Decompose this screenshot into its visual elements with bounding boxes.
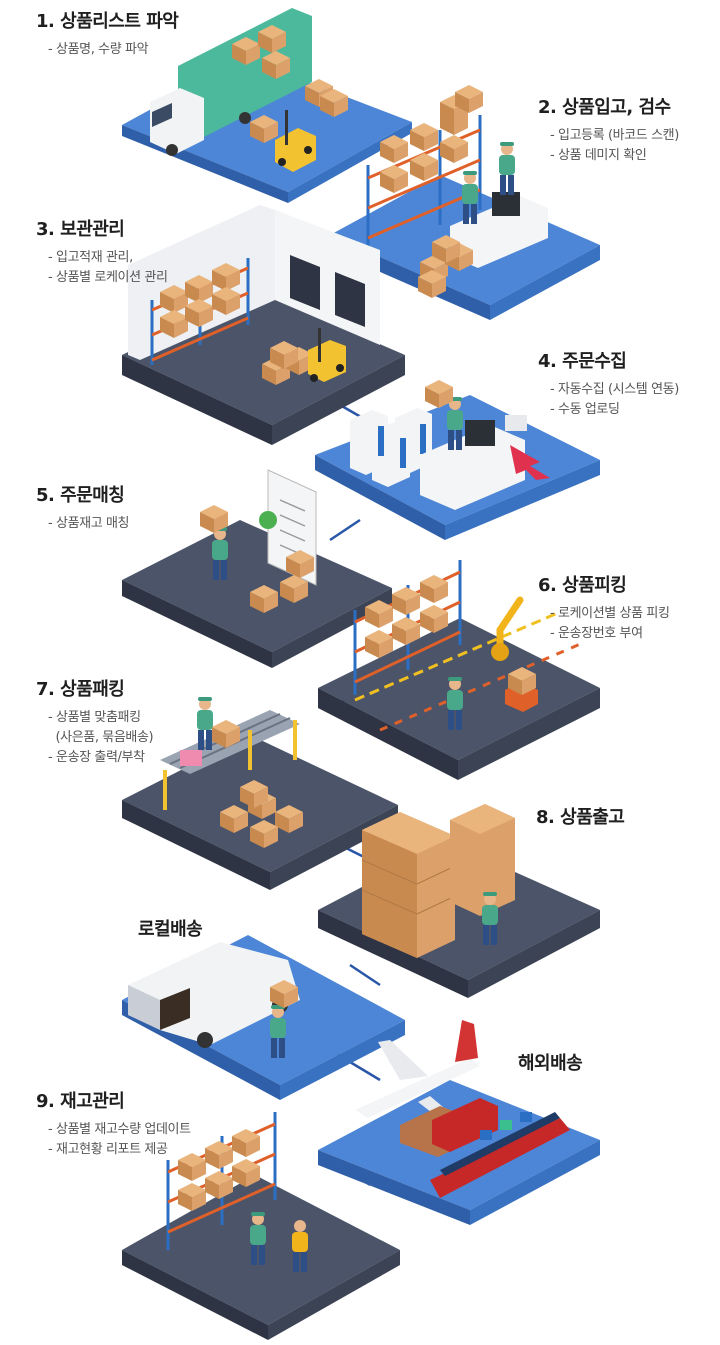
step-1-label: 1. 상품리스트 파악 - 상품명, 수량 파악 <box>36 10 179 60</box>
platform-1-receiving-truck <box>122 8 412 203</box>
step-2-item: - 입고등록 (바코드 스캔) <box>550 128 679 143</box>
local-delivery-title: 로컬배송 <box>138 919 203 940</box>
step-7-item: (사은품, 묶음배송) <box>48 730 154 745</box>
step-6-item: - 로케이션별 상품 피킹 <box>550 606 670 621</box>
step-3-item: - 입고적재 관리, <box>48 250 133 265</box>
arrow-icon <box>510 445 550 480</box>
platform-local-delivery <box>122 935 405 1100</box>
step-9-title: 9. 재고관리 <box>36 1091 125 1112</box>
step-2-label: 2. 상품입고, 검수 - 입고등록 (바코드 스캔) - 상품 데미지 확인 <box>538 96 679 166</box>
step-9-item: - 상품별 재고수량 업데이트 <box>48 1122 191 1137</box>
airplane-icon <box>355 1020 480 1122</box>
pallet-stack-icon <box>361 804 515 958</box>
step-4-item: - 수동 업로딩 <box>550 402 620 417</box>
step-3-item: - 상품별 로케이션 관리 <box>48 270 168 285</box>
step-5-item: - 상품재고 매칭 <box>48 516 130 531</box>
step-4-label: 4. 주문수집 - 자동수집 (시스템 연동) - 수동 업로딩 <box>538 350 679 420</box>
platform-7-packing <box>122 697 398 890</box>
forklift-icon <box>308 328 346 382</box>
step-4-title: 4. 주문수집 <box>538 351 627 372</box>
overseas-delivery-label: 해외배송 <box>518 1052 583 1076</box>
step-3-title: 3. 보관관리 <box>36 219 125 240</box>
local-delivery-label: 로컬배송 <box>138 918 203 942</box>
robot-arm-icon <box>496 596 524 654</box>
platform-8-shipping <box>318 804 600 998</box>
forklift-icon <box>275 110 316 172</box>
platform-6-picking <box>318 560 600 780</box>
step-8-label: 8. 상품출고 <box>536 806 625 830</box>
checkmark-icon <box>259 511 277 529</box>
gift-box-icon <box>180 750 202 766</box>
step-8-title: 8. 상품출고 <box>536 807 625 828</box>
step-6-title: 6. 상품피킹 <box>538 575 627 596</box>
step-6-item: - 운송장번호 부여 <box>550 626 643 641</box>
containers-icon <box>400 1098 498 1157</box>
overseas-delivery-title: 해외배송 <box>518 1053 583 1074</box>
step-1-item: - 상품명, 수량 파악 <box>48 42 149 57</box>
platform-9-inventory <box>122 1112 400 1340</box>
step-5-label: 5. 주문매칭 - 상품재고 매칭 <box>36 484 130 534</box>
step-4-item: - 자동수집 (시스템 연동) <box>550 382 679 397</box>
step-6-label: 6. 상품피킹 - 로케이션별 상품 피킹 - 운송장번호 부여 <box>538 574 670 644</box>
step-7-label: 7. 상품패킹 - 상품별 맞춤패킹 (사은품, 묶음배송) - 운송장 출력/… <box>36 678 154 768</box>
platform-3-storage <box>122 205 405 445</box>
platform-5-order-matching <box>122 469 392 668</box>
printer-icon <box>505 415 527 431</box>
platform-4-order-collection <box>315 380 600 540</box>
step-9-label: 9. 재고관리 - 상품별 재고수량 업데이트 - 재고현황 리포트 제공 <box>36 1090 191 1160</box>
step-7-item: - 운송장 출력/부착 <box>48 750 145 765</box>
cargo-ship-icon <box>430 1112 570 1198</box>
step-9-item: - 재고현황 리포트 제공 <box>48 1142 168 1157</box>
step-7-title: 7. 상품패킹 <box>36 679 125 700</box>
step-3-label: 3. 보관관리 - 입고적재 관리, - 상품별 로케이션 관리 <box>36 218 168 288</box>
platform-overseas-delivery <box>318 1020 600 1225</box>
step-5-title: 5. 주문매칭 <box>36 485 125 506</box>
step-2-title: 2. 상품입고, 검수 <box>538 97 671 118</box>
step-7-item: - 상품별 맞춤패킹 <box>48 710 141 725</box>
step-1-title: 1. 상품리스트 파악 <box>36 11 179 32</box>
step-2-item: - 상품 데미지 확인 <box>550 148 647 163</box>
monitor-icon <box>465 420 495 446</box>
monitor-icon <box>492 192 520 216</box>
